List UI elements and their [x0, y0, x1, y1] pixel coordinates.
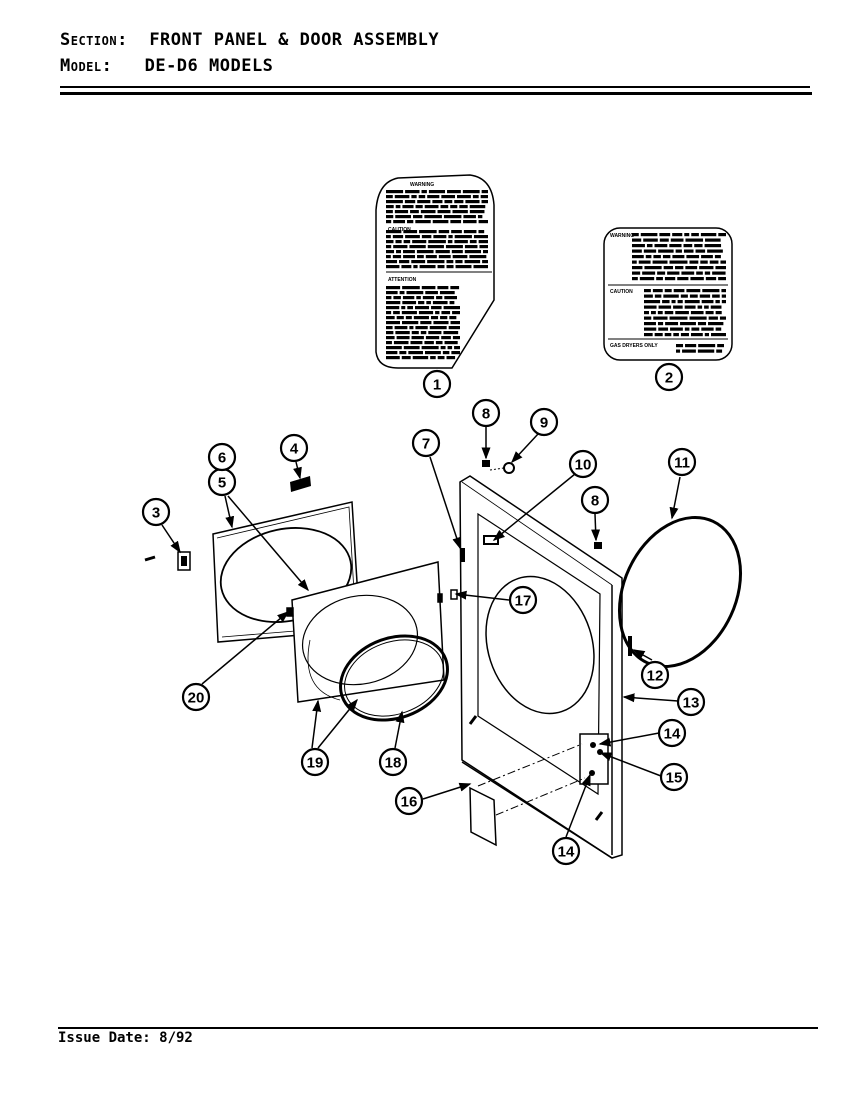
- callout-number: 7: [422, 436, 430, 453]
- callout-number: 20: [188, 690, 205, 707]
- callout-number: 9: [540, 415, 548, 432]
- label1-warning: WARNING: [410, 182, 434, 188]
- callout-number: 6: [218, 450, 226, 467]
- callout-number: 17: [515, 593, 532, 610]
- callout-number: 1: [433, 377, 441, 394]
- callout-number: 14: [664, 726, 681, 743]
- warning-label-2: WARNING CAUTION GAS DRYERS ONLY: [604, 228, 732, 360]
- callout-number: 14: [558, 844, 575, 861]
- door-handle: [290, 476, 311, 492]
- callout-number: 5: [218, 475, 226, 492]
- label1-caution: CAUTION: [388, 227, 411, 233]
- callout-number: 12: [647, 668, 664, 685]
- callout-number: 8: [482, 406, 490, 423]
- callout-number: 16: [401, 794, 418, 811]
- callout-number: 8: [591, 493, 599, 510]
- callout-number: 3: [152, 505, 160, 522]
- callout-number: 19: [307, 755, 324, 772]
- callout-number: 4: [290, 441, 299, 458]
- label2-gas: GAS DRYERS ONLY: [610, 343, 658, 349]
- callout-number: 10: [575, 457, 592, 474]
- callout-number: 2: [665, 370, 673, 387]
- warning-label-1: CAUTION ATTENTION WARNING: [376, 175, 494, 368]
- label2-warning: WARNING: [610, 233, 634, 239]
- label2-caution: CAUTION: [610, 289, 633, 295]
- label1-attention: ATTENTION: [388, 277, 417, 283]
- callout-number: 13: [683, 695, 700, 712]
- callout-number: 18: [385, 755, 402, 772]
- door-hinge: [145, 552, 190, 570]
- callout-number: 11: [674, 455, 690, 472]
- callout-number: 15: [666, 770, 683, 787]
